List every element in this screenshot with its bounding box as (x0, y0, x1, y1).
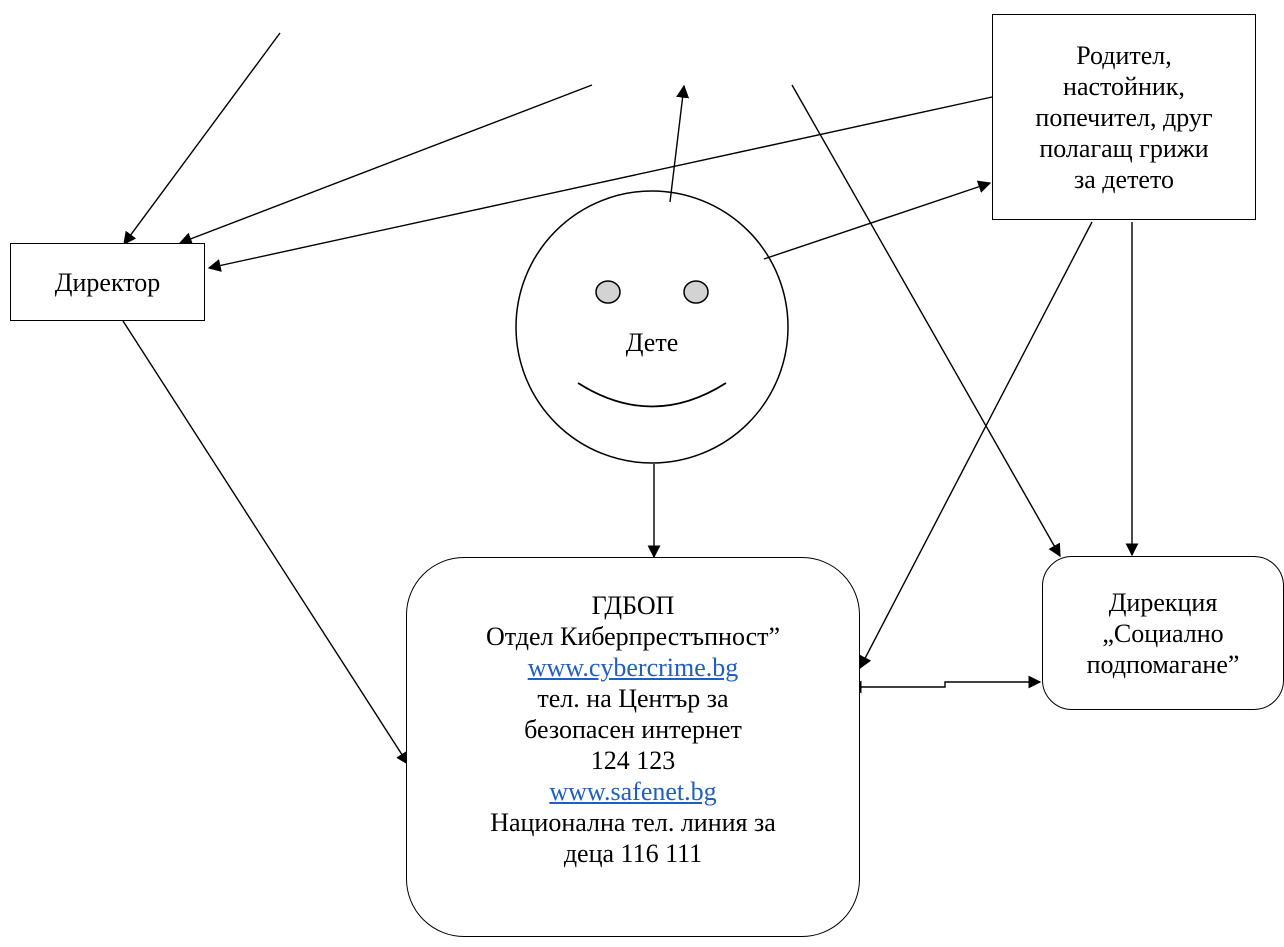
director-box: Директор (10, 243, 205, 321)
arrow-parent-to-director (207, 96, 993, 272)
arrow-child-to-parent (763, 180, 992, 260)
parent-line-5: за детето (1073, 164, 1174, 194)
gdbop-box: ГДБОП Отдел Киберпрестъпност” www.cyberc… (406, 557, 860, 937)
child-label: Дете (625, 328, 679, 357)
parent-line-3: попечител, друг (1035, 102, 1213, 132)
child-face (515, 190, 789, 464)
arrow-director-to-gdbop (122, 320, 409, 766)
parent-line-2: настойник, (1063, 71, 1185, 101)
arrow-topmid-to-director (178, 84, 593, 245)
parent-line-1: Родител, (1076, 40, 1172, 70)
cybercrime-link[interactable]: www.cybercrime.bg (527, 653, 739, 682)
arrow-child-up (669, 84, 690, 203)
gdbop-children-number: деца 116 111 (563, 839, 703, 868)
arrow-gdbop-social-bidirectional (848, 675, 1042, 694)
parent-line-4: полагащ грижи (1039, 133, 1209, 163)
left-eye-icon (595, 280, 621, 304)
parent-box: Родител, настойник, попечител, друг пола… (992, 14, 1256, 220)
gdbop-phone-center: тел. на Център за (537, 684, 729, 713)
right-eye-icon (683, 280, 709, 304)
smile-icon (577, 382, 727, 408)
gdbop-department: Отдел Киберпрестъпност” (485, 622, 781, 651)
social-line-3: подпомагане” (1086, 649, 1240, 679)
gdbop-safe-internet: безопасен интернет (524, 715, 742, 744)
arrow-top-to-director (123, 32, 281, 246)
gdbop-title: ГДБОП (591, 591, 675, 620)
safenet-link[interactable]: www.safenet.bg (549, 777, 717, 806)
gdbop-national-line: Национална тел. линия за (490, 808, 776, 837)
arrow-top-to-social (791, 84, 1061, 558)
gdbop-phone-number: 124 123 (590, 746, 676, 775)
social-assistance-box: Дирекция „Социално подпомагане” (1042, 556, 1284, 710)
social-line-1: Дирекция (1108, 587, 1218, 617)
social-line-2: „Социално (1102, 618, 1224, 648)
arrow-parent-to-gdbop (859, 221, 1093, 670)
director-label: Директор (54, 267, 161, 297)
